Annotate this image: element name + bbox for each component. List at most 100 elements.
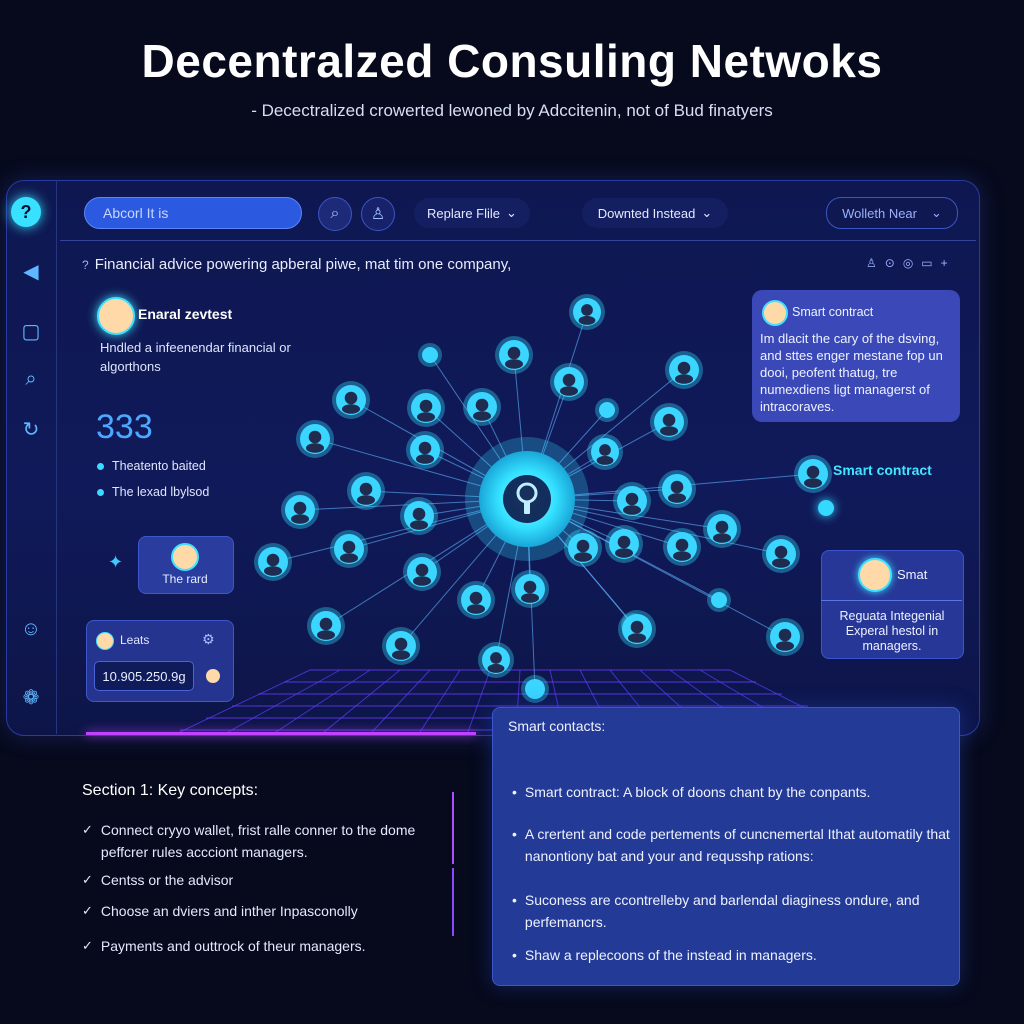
info-marker-icon: ?: [82, 258, 89, 272]
search-icon[interactable]: ⌕: [25, 367, 37, 390]
bullet-dot-icon: •: [512, 784, 517, 800]
network-node[interactable]: [587, 434, 623, 470]
network-nodes: [254, 294, 832, 703]
bullet-dot-icon: •: [512, 947, 517, 963]
network-node[interactable]: [347, 472, 385, 510]
header-action-icons[interactable]: ♙⊙◎▭+: [866, 256, 956, 270]
list-item: • A crertent and code pertements of cunc…: [512, 823, 952, 867]
megaphone-icon[interactable]: ◀: [23, 260, 39, 283]
network-node[interactable]: [254, 543, 292, 581]
network-node[interactable]: [650, 403, 688, 441]
replace-file-dropdown[interactable]: Replare Flile ⌄: [414, 198, 530, 228]
grid-line: [419, 669, 461, 732]
grid-line: [275, 669, 371, 732]
chevron-down-icon: ⌄: [506, 205, 517, 220]
user-button[interactable]: ♙: [361, 197, 395, 231]
network-node[interactable]: [400, 497, 438, 535]
avatar: [206, 669, 220, 683]
network-node[interactable]: [613, 482, 651, 520]
settings-icon[interactable]: ⚙: [202, 631, 215, 647]
smart-contract-card-title: Smart contract: [792, 305, 874, 319]
divider: [821, 600, 962, 601]
chevron-down-icon: ⌄: [931, 205, 942, 220]
check-icon: ✓: [82, 822, 93, 837]
network-node[interactable]: [403, 553, 441, 591]
list-item: Theatento baited: [97, 459, 206, 473]
network-node[interactable]: [407, 389, 445, 427]
bullet-dot-icon: •: [512, 892, 517, 908]
network-node[interactable]: [595, 398, 619, 422]
network-node[interactable]: [406, 431, 444, 469]
list-item-label: Suconess are ccontrelleby and barlendal …: [524, 892, 920, 930]
wealth-select[interactable]: Wolleth Near ⌄: [826, 197, 958, 229]
avatar: [171, 543, 199, 571]
network-node[interactable]: [281, 491, 319, 529]
list-item: ✓ Choose an dviers and inther Inpasconol…: [82, 900, 432, 922]
network-node[interactable]: [330, 530, 368, 568]
check-icon: ✓: [82, 903, 93, 918]
network-node[interactable]: [665, 351, 703, 389]
list-item: ✓ Centss or the advisor: [82, 869, 432, 891]
avatar: [762, 300, 788, 326]
share-icon[interactable]: ↻: [22, 418, 40, 441]
network-edge: [526, 498, 786, 638]
network-node[interactable]: [521, 675, 549, 703]
smat-card-title: Smat: [897, 567, 928, 582]
list-item-label: Connect cryyo wallet, frist ralle conner…: [100, 822, 416, 860]
network-node[interactable]: [569, 294, 605, 330]
network-node[interactable]: [766, 618, 804, 656]
network-node[interactable]: [332, 381, 370, 419]
sparkle-icon: ✦: [108, 552, 124, 572]
network-node[interactable]: [794, 455, 832, 493]
user-headset-icon[interactable]: ☺: [20, 617, 42, 640]
advisor-name: Enaral zevtest: [138, 306, 233, 322]
network-node[interactable]: [605, 525, 643, 563]
balance-field[interactable]: 10.905.250.9g: [94, 661, 194, 691]
network-node[interactable]: [457, 581, 495, 619]
smart-contacts-panel: [492, 707, 960, 986]
download-dropdown[interactable]: Downted Instead ⌄: [582, 198, 728, 228]
list-item-label: Choose an dviers and inther Inpasconolly: [100, 903, 358, 919]
network-node[interactable]: [663, 528, 701, 566]
divider: [452, 792, 454, 864]
list-item-label: Centss or the advisor: [100, 872, 234, 888]
network-node[interactable]: [658, 470, 696, 508]
network-hub[interactable]: [465, 437, 589, 561]
network-node[interactable]: [618, 610, 656, 648]
advisor-avatar[interactable]: [97, 297, 135, 335]
bullet-dot-icon: [97, 462, 104, 470]
network-node[interactable]: [296, 420, 334, 458]
section-heading: Section 1: Key concepts:: [82, 782, 259, 799]
network-node[interactable]: [550, 363, 588, 401]
page-subtitle: - Decectralized crowerted lewoned by Adc…: [251, 101, 773, 120]
logo-icon[interactable]: ?: [11, 197, 41, 227]
network-node[interactable]: [382, 627, 420, 665]
network-node[interactable]: [762, 535, 800, 573]
network-node[interactable]: [707, 588, 731, 612]
network-node[interactable]: [564, 529, 602, 567]
smat-card[interactable]: [821, 550, 964, 659]
list-item: • Smart contract: A block of doons chant…: [512, 781, 952, 803]
network-node[interactable]: [511, 570, 549, 608]
clipboard-icon[interactable]: ▢: [21, 320, 41, 343]
network-node[interactable]: [495, 336, 533, 374]
network-node[interactable]: [418, 343, 442, 367]
smart-contract-card-body: Im dlacit the cary of the dsving, and st…: [760, 331, 943, 414]
network-node[interactable]: [818, 500, 834, 516]
network-node[interactable]: [703, 510, 741, 548]
list-item: ✓ Payments and outtrock of theur manager…: [82, 935, 432, 957]
list-item-label: A crertent and code pertements of cuncne…: [524, 826, 950, 864]
info-text: Financial advice powering apberal piwe, …: [94, 256, 512, 273]
search-input[interactable]: Abcorl It is: [84, 197, 302, 229]
check-icon: ✓: [82, 938, 93, 953]
list-item-label: Shaw a replecoons of the instead in mana…: [524, 947, 817, 963]
paw-icon[interactable]: ❁: [22, 686, 40, 709]
grid-line: [227, 669, 341, 732]
leads-label: Leats: [120, 633, 150, 647]
search-button[interactable]: ⌕: [318, 197, 352, 231]
smart-contract-label: Smart contract: [833, 462, 932, 478]
network-node[interactable]: [478, 642, 514, 678]
avatar: [858, 558, 892, 592]
network-node[interactable]: [463, 388, 501, 426]
network-node[interactable]: [307, 607, 345, 645]
